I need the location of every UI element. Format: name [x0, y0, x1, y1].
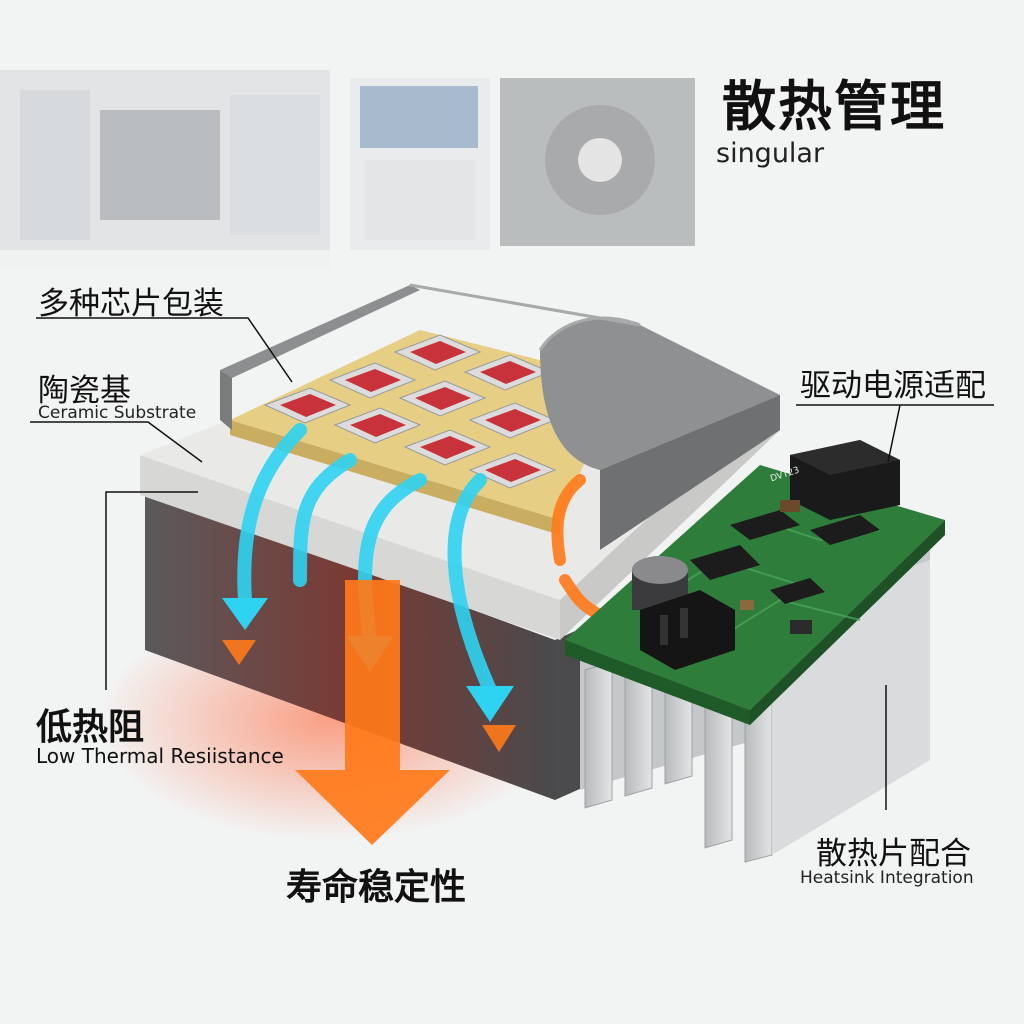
chip-array: [263, 334, 557, 489]
label-lifetime: 寿命稳定性: [286, 867, 467, 908]
label-heatsink-en: Heatsink Integration: [800, 868, 974, 888]
page-title: 散热管理: [722, 75, 946, 138]
callout-lines: [30, 317, 994, 810]
background-equipment: [0, 70, 695, 270]
label-ceramic-en: Ceramic Substrate: [38, 403, 197, 423]
big-heat-arrow: [295, 580, 450, 845]
label-heatsink-cn: 散热片配合: [816, 836, 971, 872]
page-subtitle: singular: [716, 138, 825, 169]
label-low-resistance-en: Low Thermal Resiistance: [36, 744, 284, 768]
label-low-resistance-cn: 低热阻: [36, 707, 145, 748]
label-ceramic-cn: 陶瓷基: [38, 373, 131, 409]
label-chip-packages: 多种芯片包装: [38, 286, 224, 322]
label-driver-power: 驱动电源适配: [800, 368, 986, 404]
driver-pcb: [565, 440, 945, 725]
